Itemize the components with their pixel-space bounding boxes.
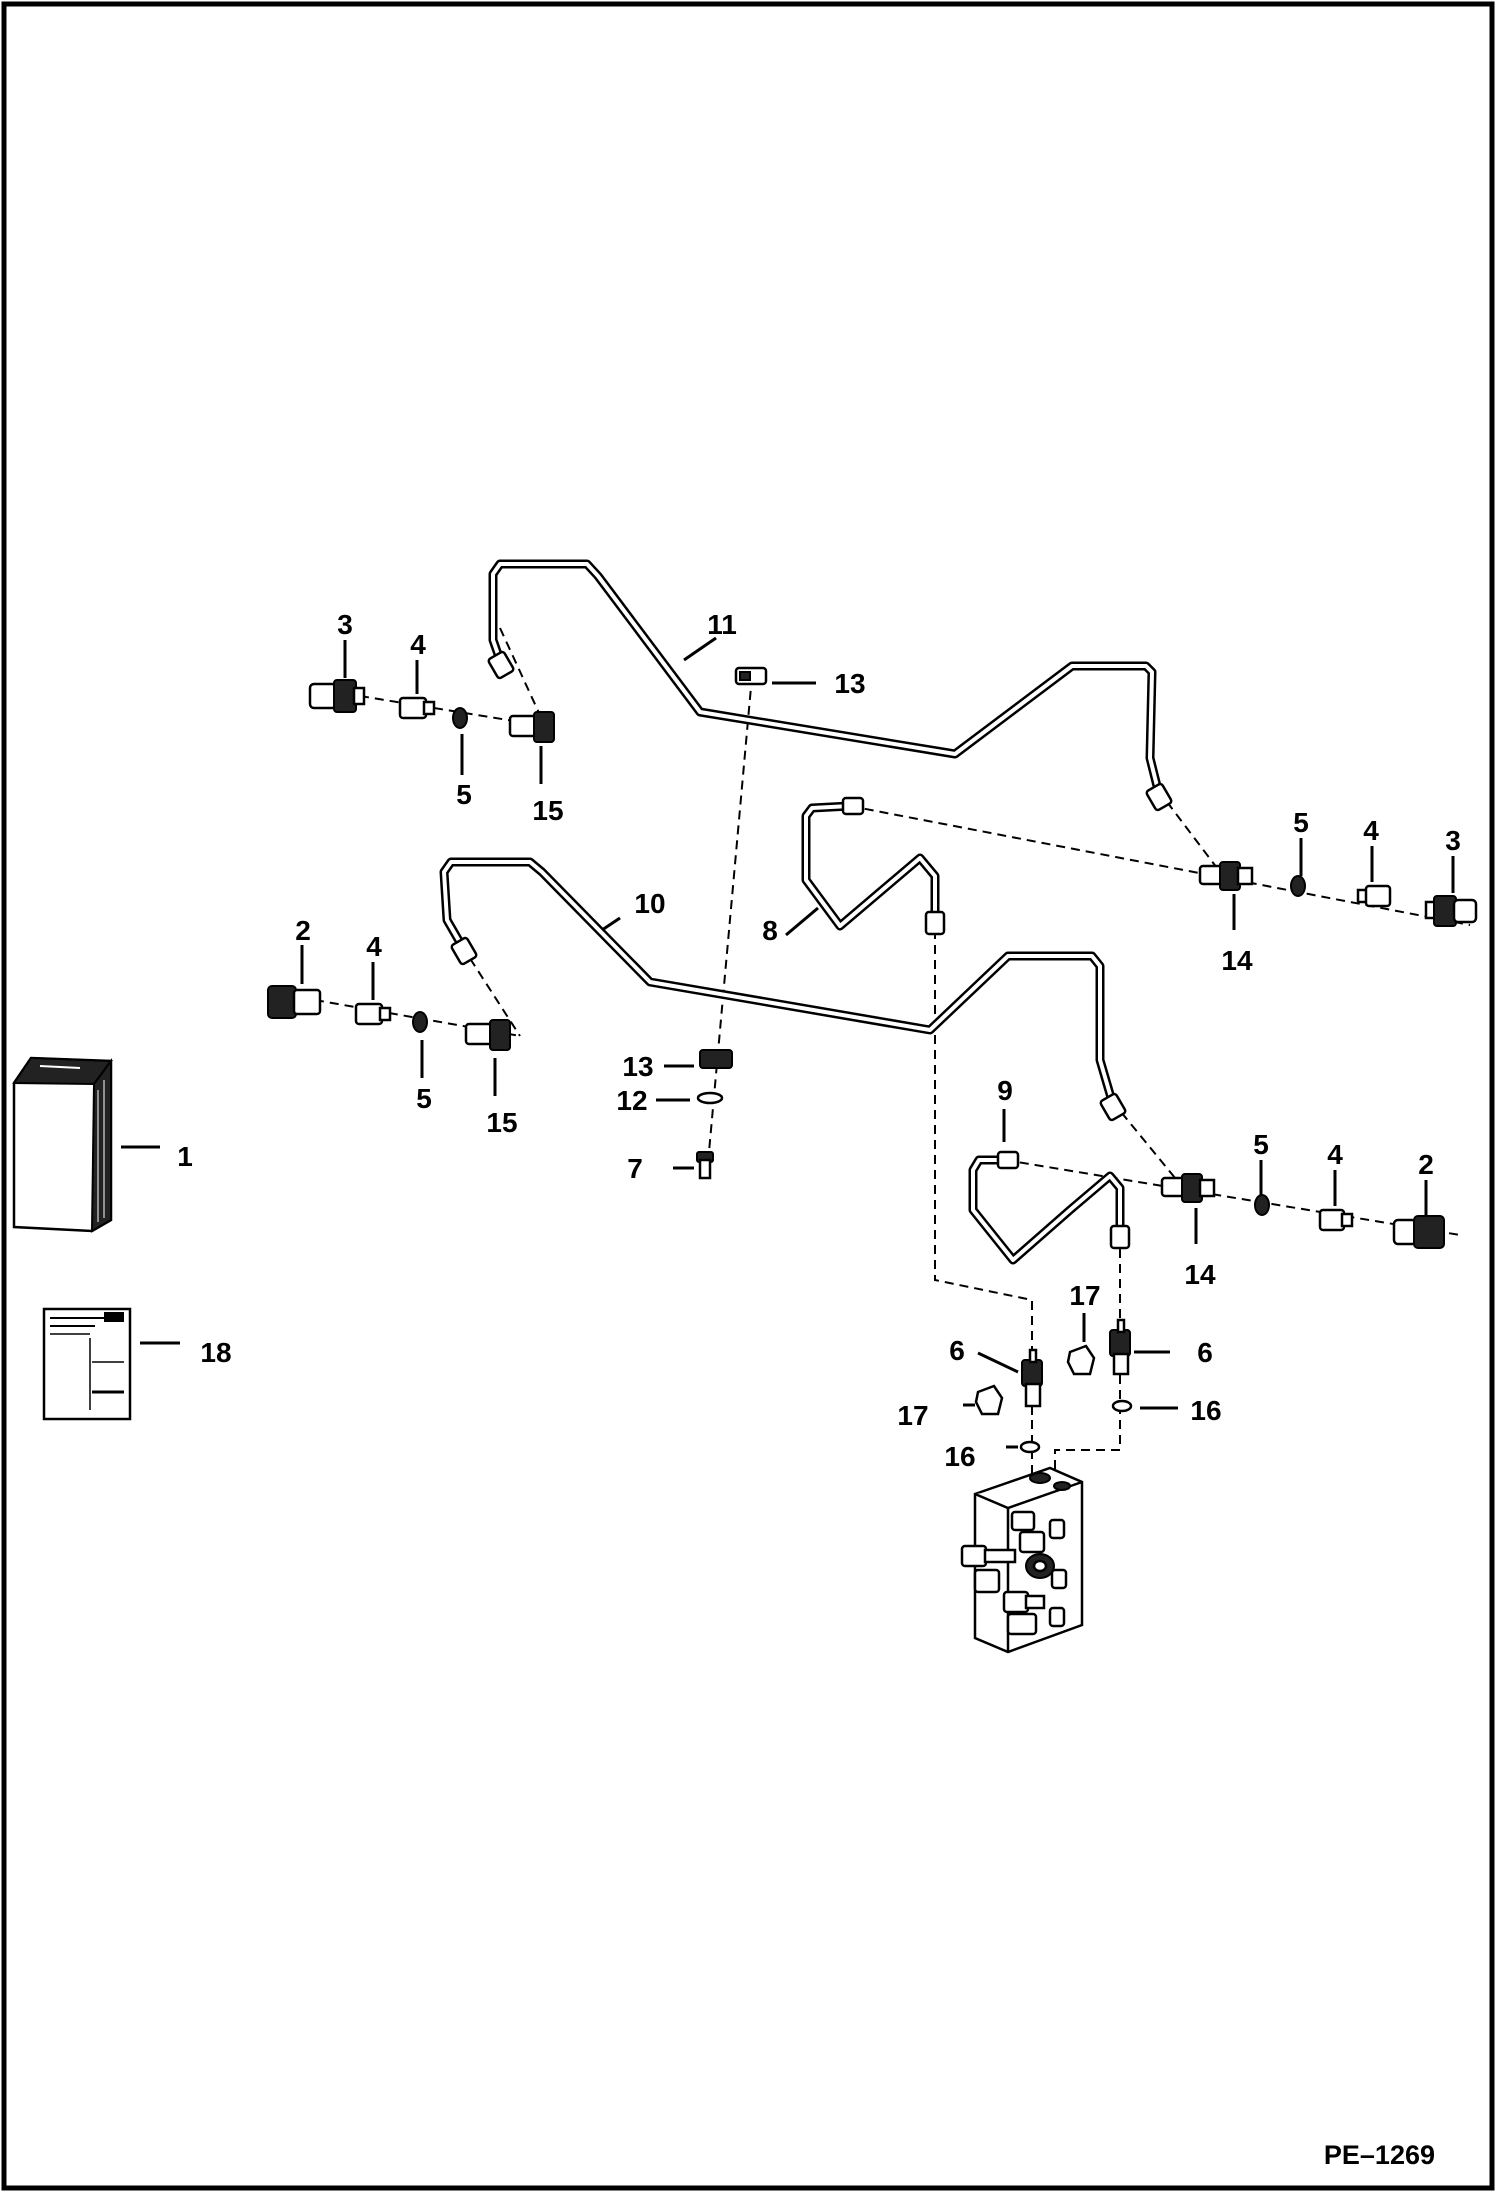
coupler-2-lower	[267, 985, 322, 1019]
tee-14-lower	[1160, 1173, 1216, 1203]
clamp-13-upper	[734, 666, 768, 686]
o-ring-5-lower-right	[1254, 1194, 1270, 1216]
bolt-7	[696, 1151, 714, 1180]
callout-5-lower-left: 5	[416, 1083, 432, 1114]
bulkhead-15-lower	[464, 1019, 511, 1051]
instruction-sheet-18	[42, 1307, 132, 1421]
callout-3-left: 3	[337, 609, 353, 640]
callout-16-right: 16	[1190, 1395, 1221, 1426]
callout-16-left: 16	[944, 1441, 975, 1472]
callout-13-lower: 13	[622, 1051, 653, 1082]
callout-2-right: 2	[1418, 1149, 1434, 1180]
adapter-4-upper	[398, 696, 436, 720]
assembly-dashed-lines	[314, 627, 1471, 1485]
cap-17-right	[1066, 1344, 1096, 1376]
callout-4-lower-right: 4	[1327, 1139, 1343, 1170]
callout-labels: 1 2 2 3 3 4 4 4 4 5 5 5 5 6 6 7 8 9 10 1…	[177, 609, 1461, 1472]
lower-right-fitting-set	[1160, 1173, 1445, 1249]
callout-9: 9	[997, 1075, 1013, 1106]
callout-18: 18	[200, 1337, 231, 1368]
callout-5-upper-left: 5	[456, 779, 472, 810]
washer-12	[696, 1091, 724, 1105]
callout-13-upper: 13	[834, 668, 865, 699]
control-valve-block	[960, 1466, 1084, 1654]
adapter-4-lower	[354, 1002, 392, 1026]
tube-10	[439, 857, 1117, 1106]
tube-11	[488, 559, 1163, 795]
lower-left-fitting-set	[267, 985, 511, 1051]
callout-4-upper-right: 4	[1363, 815, 1379, 846]
bulkhead-15-upper	[508, 711, 555, 743]
figure-code: PE–1269	[1324, 2140, 1435, 2170]
callout-6-right: 6	[1197, 1337, 1213, 1368]
o-ring-5-upper-right	[1290, 875, 1306, 897]
valve-fitting-6-left	[1021, 1348, 1043, 1408]
clamp-13-lower	[699, 1049, 733, 1069]
adapter-4-upper-right	[1356, 884, 1392, 908]
callout-6-left: 6	[949, 1335, 965, 1366]
callout-14-upper: 14	[1221, 945, 1253, 976]
callout-leaders	[121, 636, 1455, 1449]
o-ring-5-lower-left	[412, 1011, 428, 1033]
callout-17-left: 17	[897, 1400, 928, 1431]
callout-7: 7	[627, 1153, 643, 1184]
callout-14-lower: 14	[1184, 1259, 1216, 1290]
callout-2-left: 2	[295, 915, 311, 946]
callout-17-right: 17	[1069, 1280, 1100, 1311]
callout-10: 10	[634, 888, 665, 919]
callout-15-upper: 15	[532, 795, 563, 826]
callout-1: 1	[177, 1141, 193, 1172]
coupler-3-upper-right	[1424, 895, 1478, 927]
callout-15-lower: 15	[486, 1107, 517, 1138]
tee-14-upper	[1198, 861, 1254, 891]
o-ring-5-upper-left	[452, 707, 468, 729]
callout-11: 11	[707, 609, 737, 640]
callout-4-lower-left: 4	[366, 931, 382, 962]
valve-fitting-6-right	[1109, 1318, 1131, 1376]
kit-box-1	[12, 1056, 113, 1233]
o-ring-16-left	[1019, 1440, 1041, 1454]
adapter-4-lower-right	[1318, 1208, 1354, 1232]
callout-3-right: 3	[1445, 825, 1461, 856]
o-ring-16-right	[1111, 1399, 1133, 1413]
coupler-3-upper	[308, 679, 366, 713]
upper-left-fitting-set	[308, 679, 555, 743]
tube-8	[801, 801, 940, 931]
callout-8: 8	[762, 915, 778, 946]
callout-4-upper-left: 4	[410, 629, 426, 660]
coupler-2-lower-right	[1392, 1215, 1445, 1249]
tube-9	[968, 1155, 1125, 1265]
callout-5-upper-right: 5	[1293, 807, 1309, 838]
tube-end-nuts	[450, 650, 1173, 1250]
upper-right-fitting-set	[1198, 861, 1478, 927]
cap-17-left	[974, 1384, 1004, 1416]
callout-5-lower-right: 5	[1253, 1129, 1269, 1160]
callout-12: 12	[616, 1085, 647, 1116]
